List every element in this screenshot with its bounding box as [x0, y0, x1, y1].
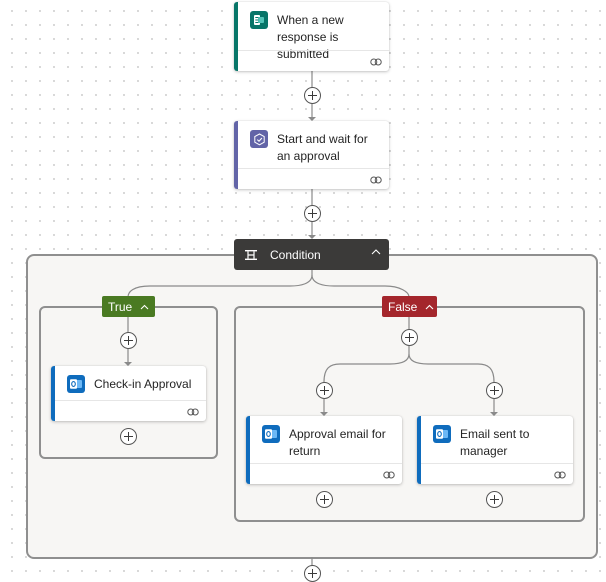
add-step-button[interactable]: [304, 87, 321, 104]
chevron-up-icon: [425, 304, 434, 309]
card-footer: [421, 463, 573, 484]
approvals-icon: [250, 130, 268, 148]
check-in-approval-title: Check-in Approval: [94, 377, 192, 391]
email-manager-card[interactable]: Email sent to manager: [417, 416, 573, 484]
outlook-icon: [67, 375, 85, 393]
add-step-button[interactable]: [401, 329, 418, 346]
card-footer: [55, 400, 206, 421]
card-accent: [234, 2, 238, 71]
email-manager-title: Email sent to manager: [460, 427, 530, 458]
card-footer: [238, 50, 389, 71]
condition-label: Condition: [270, 247, 321, 262]
add-step-button[interactable]: [316, 382, 333, 399]
condition-header[interactable]: Condition: [234, 239, 389, 270]
condition-icon: [245, 249, 257, 260]
add-step-button[interactable]: [486, 382, 503, 399]
true-branch-label[interactable]: True: [102, 296, 155, 317]
chevron-up-icon[interactable]: [371, 249, 381, 255]
trigger-card-forms[interactable]: When a new response is submitted: [234, 2, 389, 71]
link-icon[interactable]: [187, 407, 199, 417]
true-label: True: [108, 299, 133, 314]
link-icon[interactable]: [370, 175, 382, 185]
outlook-icon: [262, 425, 280, 443]
add-step-button[interactable]: [304, 565, 321, 582]
link-icon[interactable]: [383, 470, 395, 480]
link-icon[interactable]: [554, 470, 566, 480]
add-step-button[interactable]: [120, 332, 137, 349]
approval-title: Start and wait for an approval: [277, 132, 368, 163]
outlook-icon: [433, 425, 451, 443]
approval-email-card[interactable]: Approval email for return: [246, 416, 402, 484]
card-accent: [417, 416, 421, 484]
check-in-approval-card[interactable]: Check-in Approval: [51, 366, 206, 421]
false-branch-label[interactable]: False: [382, 296, 437, 317]
add-step-button[interactable]: [486, 491, 503, 508]
chevron-up-icon: [140, 304, 149, 309]
card-accent: [234, 121, 238, 189]
add-step-button[interactable]: [120, 428, 137, 445]
card-footer: [238, 168, 389, 189]
forms-icon: [250, 11, 268, 29]
card-accent: [51, 366, 55, 421]
card-accent: [246, 416, 250, 484]
false-label: False: [388, 299, 418, 314]
approval-card[interactable]: Start and wait for an approval: [234, 121, 389, 189]
add-step-button[interactable]: [316, 491, 333, 508]
false-branch-container: [234, 306, 585, 522]
approval-email-title: Approval email for return: [289, 427, 386, 458]
add-step-button[interactable]: [304, 205, 321, 222]
link-icon[interactable]: [370, 57, 382, 67]
card-footer: [250, 463, 402, 484]
